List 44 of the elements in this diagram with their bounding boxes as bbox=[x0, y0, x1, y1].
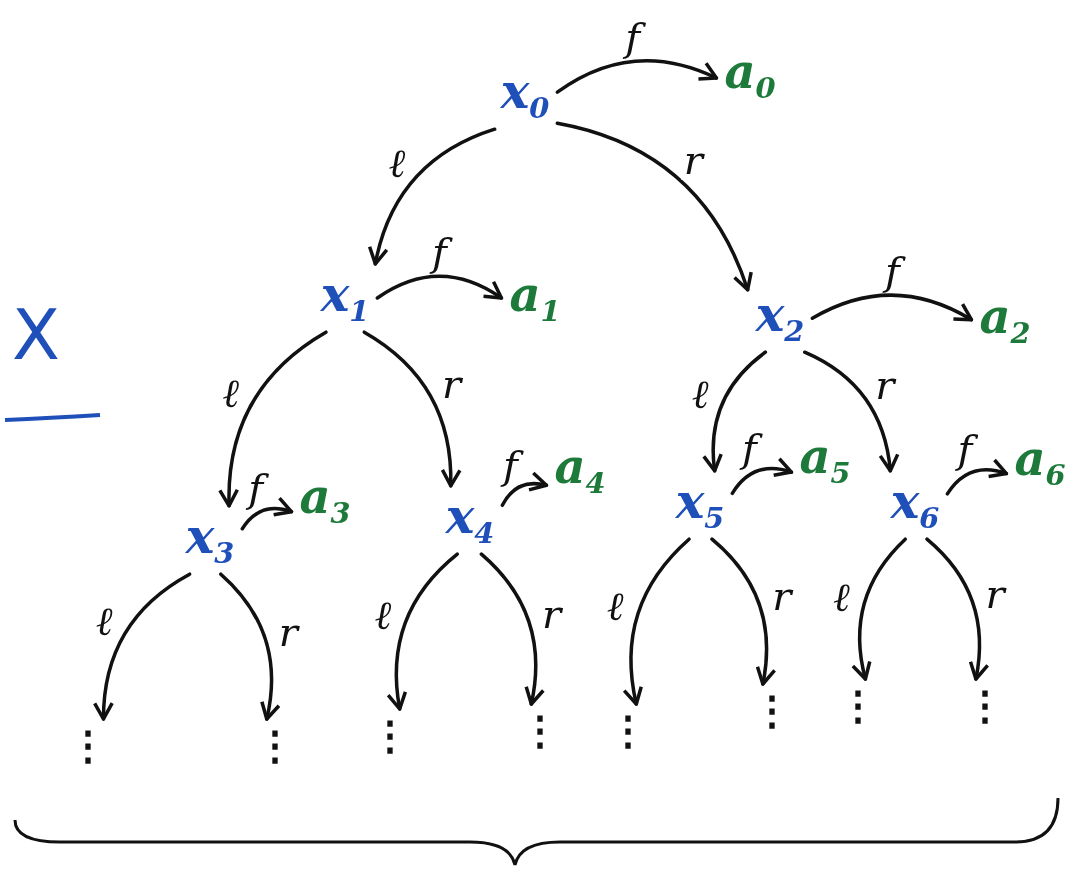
arrow bbox=[802, 350, 899, 473]
ellipsis: ⋮ bbox=[748, 688, 796, 732]
arrow bbox=[375, 274, 504, 300]
value-label: a$_{6}$ bbox=[1010, 431, 1070, 493]
arrow bbox=[500, 471, 549, 508]
arrow bbox=[702, 350, 768, 473]
arrow bbox=[730, 457, 794, 496]
value-label: a$_{0}$ bbox=[720, 44, 780, 106]
arrow bbox=[945, 458, 1009, 496]
arrow bbox=[851, 537, 907, 681]
variable-label: x$_{3}$ bbox=[181, 509, 239, 571]
arrow bbox=[710, 537, 776, 686]
variable-label: x$_{0}$ bbox=[496, 64, 554, 126]
set-label: X bbox=[12, 300, 60, 370]
value-label: a$_{4}$ bbox=[550, 439, 610, 501]
ellipsis: ⋮ bbox=[366, 713, 414, 757]
variable-label: x$_{1}$ bbox=[316, 267, 374, 329]
arrow bbox=[479, 552, 545, 706]
arrow bbox=[622, 537, 691, 706]
ellipsis: ⋮ bbox=[64, 723, 112, 767]
value-label: a$_{3}$ bbox=[295, 469, 355, 531]
variable-label: x$_{5}$ bbox=[671, 474, 729, 536]
arrow bbox=[555, 58, 719, 94]
arrow bbox=[93, 572, 192, 721]
value-label: a$_{5}$ bbox=[795, 429, 855, 491]
arrow bbox=[925, 537, 989, 681]
value-label: a$_{1}$ bbox=[505, 267, 565, 329]
arrow bbox=[810, 293, 974, 322]
ellipsis: ⋮ bbox=[961, 683, 1009, 727]
arrow bbox=[240, 496, 294, 531]
ellipsis: ⋮ bbox=[604, 708, 652, 752]
variable-label: x$_{6}$ bbox=[886, 474, 944, 536]
arrow bbox=[362, 330, 462, 488]
variable-label: x$_{2}$ bbox=[751, 287, 809, 349]
arrow bbox=[218, 330, 328, 508]
variable-label: x$_{4}$ bbox=[441, 489, 499, 551]
ellipsis: ⋮ bbox=[251, 723, 299, 767]
ellipsis: ⋮ bbox=[834, 683, 882, 727]
arrow bbox=[555, 121, 753, 292]
ellipsis: ⋮ bbox=[516, 708, 564, 752]
arrow bbox=[386, 552, 460, 711]
arrow bbox=[368, 127, 497, 266]
value-label: a$_{2}$ bbox=[975, 289, 1035, 351]
arrow bbox=[219, 572, 281, 721]
